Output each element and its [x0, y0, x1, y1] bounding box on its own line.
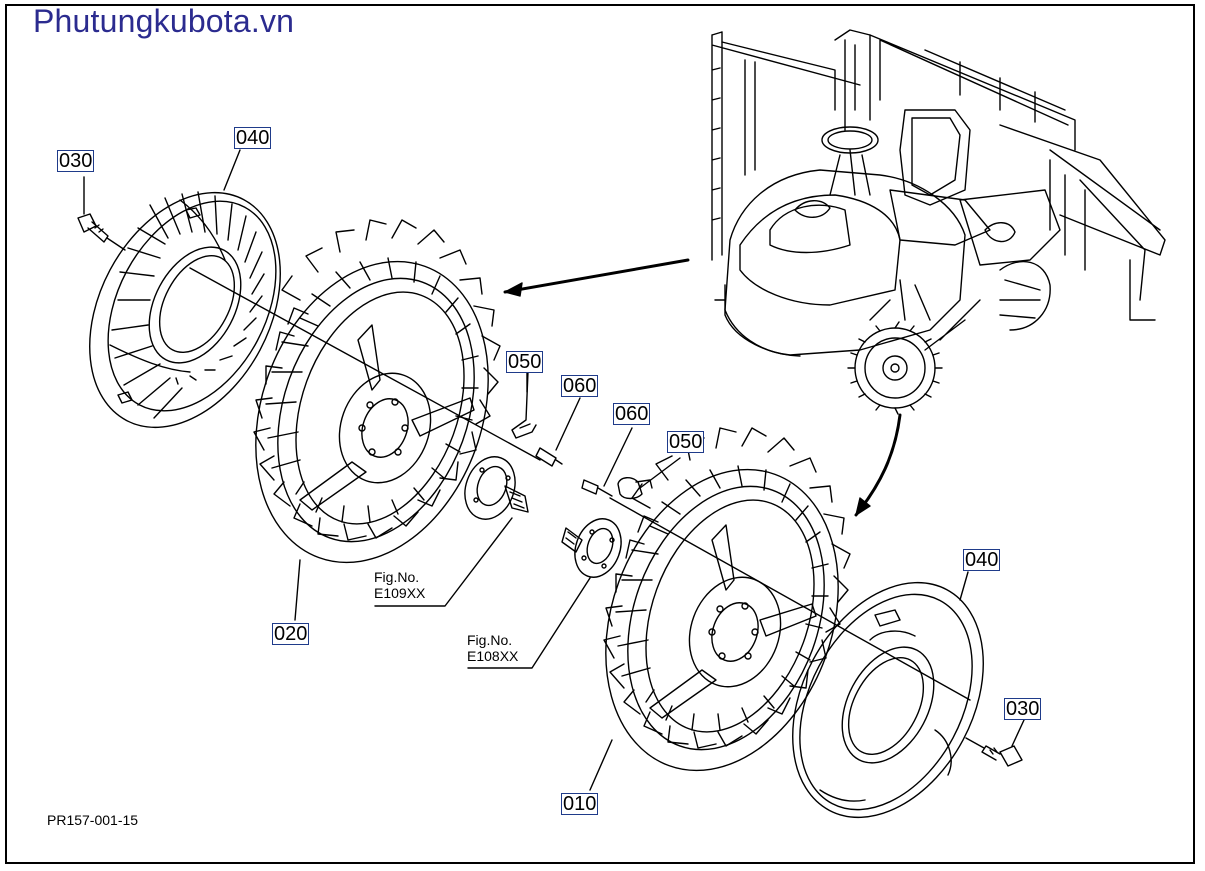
bracket-icon: [617, 477, 653, 500]
bolt-icon: [965, 737, 1023, 767]
callout-right-small-bolt[interactable]: 060: [613, 403, 651, 425]
bolt-icon: [581, 479, 613, 497]
callout-left-wheel[interactable]: 020: [272, 623, 310, 645]
wheel-illustration: [603, 427, 851, 772]
figure-ref-right-number: E108XX: [467, 648, 519, 664]
figure-ref-left-label: Fig.No.: [374, 569, 420, 585]
cover-disc-illustration: [792, 581, 984, 819]
figure-ref-right-label: Fig.No.: [467, 632, 513, 648]
figure-ref-right[interactable]: Fig.No. E108XX: [467, 632, 518, 664]
leader-line: [639, 457, 681, 489]
axle-hub-illustration: [464, 456, 529, 520]
leader-line: [959, 571, 969, 601]
axle-hub-illustration: [561, 518, 622, 578]
callout-left-bracket[interactable]: 050: [506, 351, 544, 373]
figure-ref-left[interactable]: Fig.No. E109XX: [374, 569, 425, 601]
callout-right-cover[interactable]: 040: [963, 549, 1001, 571]
brand-watermark: Phutungkubota.vn: [33, 3, 295, 39]
machine-illustration: [711, 29, 1166, 415]
diagram-frame: [5, 4, 1195, 864]
bolt-icon: [77, 213, 126, 251]
leader-line: [1011, 719, 1025, 747]
leader-line: [603, 427, 633, 487]
leader-line: [589, 739, 613, 791]
leader-line: [223, 149, 241, 191]
axis-line: [189, 267, 541, 461]
figure-ref-left-number: E109XX: [374, 585, 426, 601]
leader-line: [374, 517, 513, 607]
axis-line: [609, 497, 971, 701]
leader-line: [467, 577, 591, 669]
leader-line: [555, 397, 581, 451]
callout-right-bolt[interactable]: 030: [1004, 698, 1042, 720]
callout-right-bracket[interactable]: 050: [667, 431, 705, 453]
callout-left-small-bolt[interactable]: 060: [561, 375, 599, 397]
bolt-icon: [535, 447, 563, 467]
drawing-code: PR157-001-15: [47, 812, 139, 828]
bracket-icon: [511, 371, 537, 439]
cover-disc-illustration: [89, 191, 281, 429]
callout-left-bolt[interactable]: 030: [57, 150, 95, 172]
arrow-icon: [503, 258, 902, 517]
leader-line: [294, 559, 301, 621]
callout-left-cover[interactable]: 040: [234, 127, 272, 149]
callout-right-wheel[interactable]: 010: [561, 793, 599, 815]
